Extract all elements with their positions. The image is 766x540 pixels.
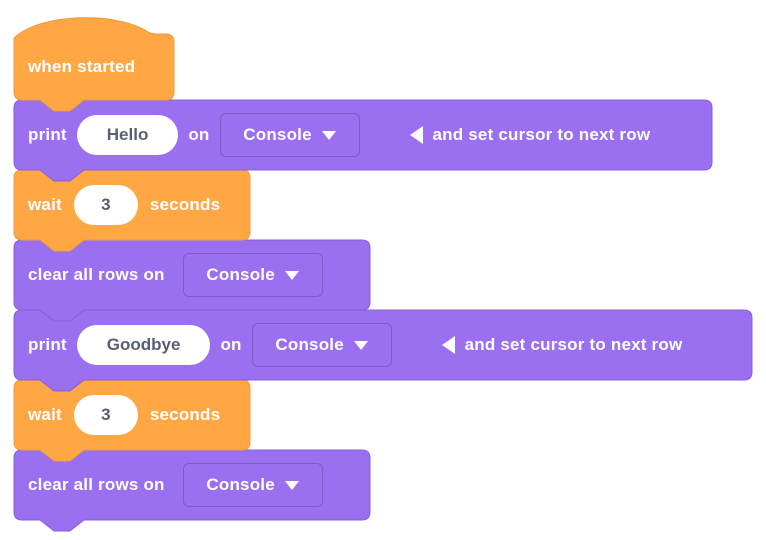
input-value: 3 — [101, 405, 111, 424]
dropdown-value: Console — [206, 265, 275, 284]
block-when-started[interactable]: when started — [13, 17, 175, 112]
input-value: 3 — [101, 195, 111, 214]
dropdown-value: Console — [275, 335, 344, 354]
block-label: and set cursor to next row — [464, 335, 683, 354]
block-wait-2[interactable]: wait 3 seconds — [13, 379, 251, 462]
block-label: print — [28, 125, 67, 144]
console-dropdown[interactable]: Console — [182, 463, 323, 507]
block-label: wait — [28, 195, 62, 214]
text-input[interactable]: Goodbye — [76, 325, 211, 365]
number-input[interactable]: 3 — [73, 185, 138, 225]
console-dropdown[interactable]: Console — [219, 113, 360, 157]
chevron-down-icon — [321, 130, 336, 140]
block-label: wait — [28, 405, 62, 424]
console-dropdown[interactable]: Console — [182, 253, 323, 297]
block-wait-1[interactable]: wait 3 seconds — [13, 169, 251, 252]
number-input[interactable]: 3 — [73, 395, 138, 435]
block-shape — [13, 449, 371, 532]
chevron-down-icon — [284, 480, 299, 490]
console-dropdown[interactable]: Console — [251, 323, 392, 367]
input-value: Goodbye — [106, 335, 181, 354]
input-value: Hello — [106, 125, 149, 144]
block-label: on — [220, 335, 242, 354]
chevron-down-icon — [284, 270, 299, 280]
block-shape — [13, 99, 713, 182]
collapse-arrow-icon[interactable] — [409, 126, 423, 144]
block-label: print — [28, 335, 67, 354]
block-shape — [13, 17, 175, 112]
block-print-goodbye[interactable]: print Goodbye on Console and set cursor … — [13, 309, 753, 392]
chevron-down-icon — [353, 340, 368, 350]
block-label: on — [188, 125, 210, 144]
block-clear-rows-1[interactable]: clear all rows on Console — [13, 239, 371, 322]
dropdown-value: Console — [206, 475, 275, 494]
block-label: and set cursor to next row — [432, 125, 651, 144]
block-print-hello[interactable]: print Hello on Console and set cursor to… — [13, 99, 713, 182]
block-label: when started — [28, 57, 136, 76]
collapse-arrow-icon[interactable] — [441, 336, 455, 354]
block-clear-rows-2[interactable]: clear all rows on Console — [13, 449, 371, 532]
block-label: clear all rows on — [28, 265, 165, 284]
text-input[interactable]: Hello — [76, 115, 179, 155]
block-label: seconds — [149, 195, 221, 214]
dropdown-value: Console — [243, 125, 312, 144]
block-label: seconds — [149, 405, 221, 424]
block-shape — [13, 239, 371, 322]
block-label: clear all rows on — [28, 475, 165, 494]
